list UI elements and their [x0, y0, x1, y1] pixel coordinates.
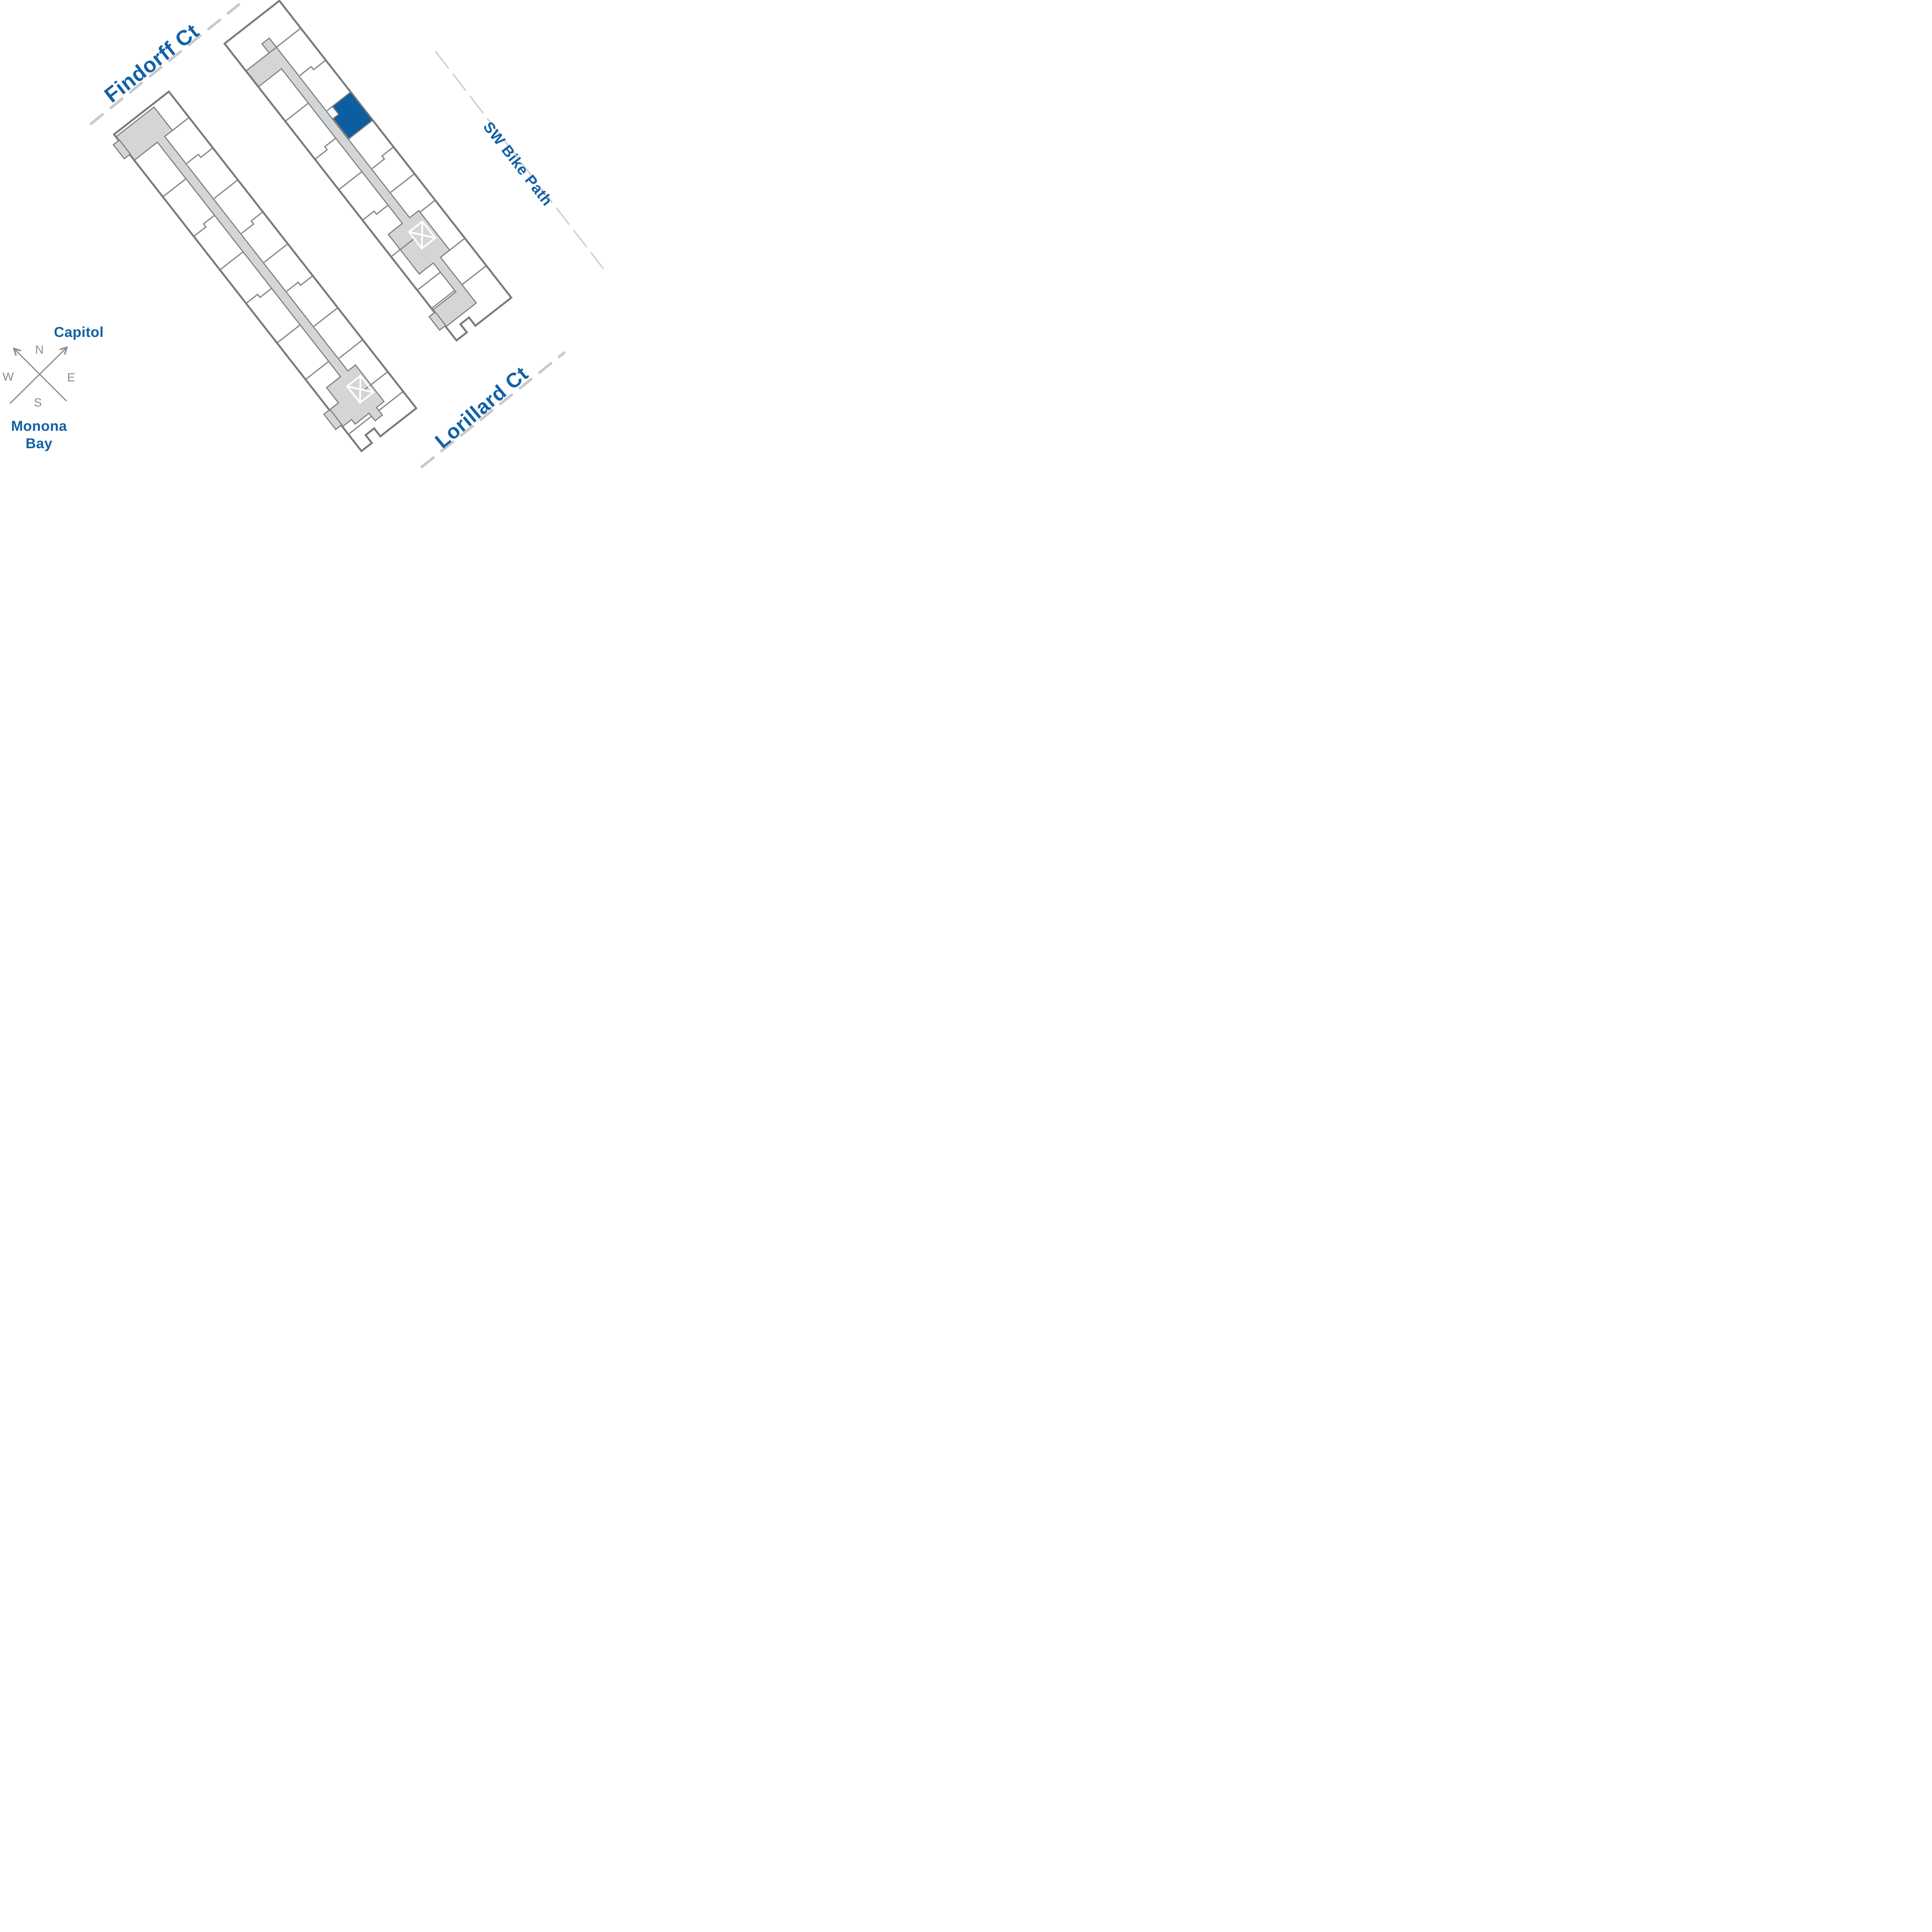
- south-corridor: [115, 106, 385, 428]
- compass-s: S: [34, 396, 42, 409]
- findorff-ct-dashed-line: [90, 3, 240, 125]
- monona-bay-label-line1: Monona: [11, 418, 67, 434]
- sw-bike-path-dashed-line: [435, 51, 604, 270]
- monona-bay-label-line2: Bay: [26, 435, 52, 451]
- compass-e: E: [67, 371, 75, 384]
- unit-divider-lines: [245, 27, 487, 309]
- capitol-label: Capitol: [54, 324, 104, 340]
- site-map: N W E S Findorff Ct SW Bike Path Lorilla…: [2, 0, 604, 468]
- north-building: [223, 0, 513, 342]
- south-exit-stoop: [323, 408, 343, 430]
- labels: Findorff Ct SW Bike Path Lorillard Ct Ca…: [11, 19, 556, 453]
- lorillard-ct-dashed-line: [420, 351, 566, 468]
- street-lines: [90, 3, 604, 468]
- elevator-icon: [346, 374, 375, 404]
- south-entry-stoop: [112, 139, 131, 160]
- south-building-outline: [112, 90, 418, 452]
- south-building: [112, 90, 418, 452]
- north-entry-stoop: [428, 311, 447, 331]
- compass-nw-arrow: [12, 347, 67, 402]
- sw-bike-path-label: SW Bike Path: [480, 119, 556, 209]
- compass-ne-arrow: [9, 346, 68, 404]
- compass-n: N: [35, 343, 44, 356]
- selected-unit[interactable]: [327, 91, 374, 140]
- compass-w: W: [2, 370, 14, 383]
- compass: N W E S: [2, 343, 75, 409]
- elevator-icon: [408, 220, 437, 250]
- north-building-outline: [223, 0, 513, 342]
- site-plan-page: N W E S Findorff Ct SW Bike Path Lorilla…: [0, 0, 606, 478]
- findorff-ct-label: Findorff Ct: [100, 19, 203, 107]
- lorillard-ct-label: Lorillard Ct: [431, 362, 533, 453]
- unit-divider-lines: [162, 117, 404, 435]
